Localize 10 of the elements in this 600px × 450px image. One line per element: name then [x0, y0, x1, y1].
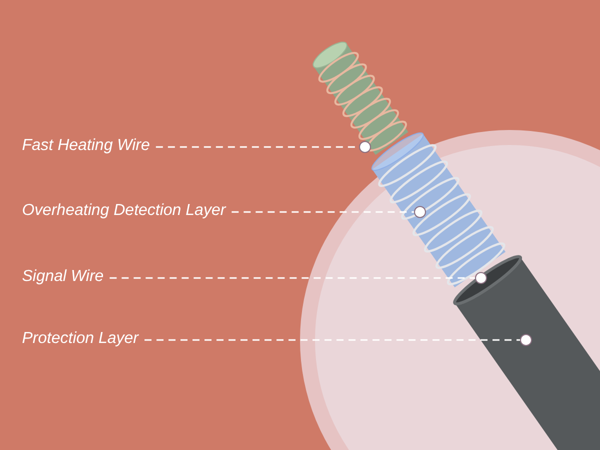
part-label: Signal Wire	[22, 267, 104, 287]
part-label: Overheating Detection Layer	[22, 201, 226, 221]
leader-line	[144, 334, 532, 346]
cable-jacket	[453, 255, 600, 450]
part-label: Fast Heating Wire	[22, 136, 150, 156]
leader-line	[156, 141, 371, 153]
leader-line	[110, 272, 487, 284]
leader-line	[232, 206, 426, 218]
coiled-wire-core	[312, 42, 408, 155]
part-label: Protection Layer	[22, 329, 139, 349]
